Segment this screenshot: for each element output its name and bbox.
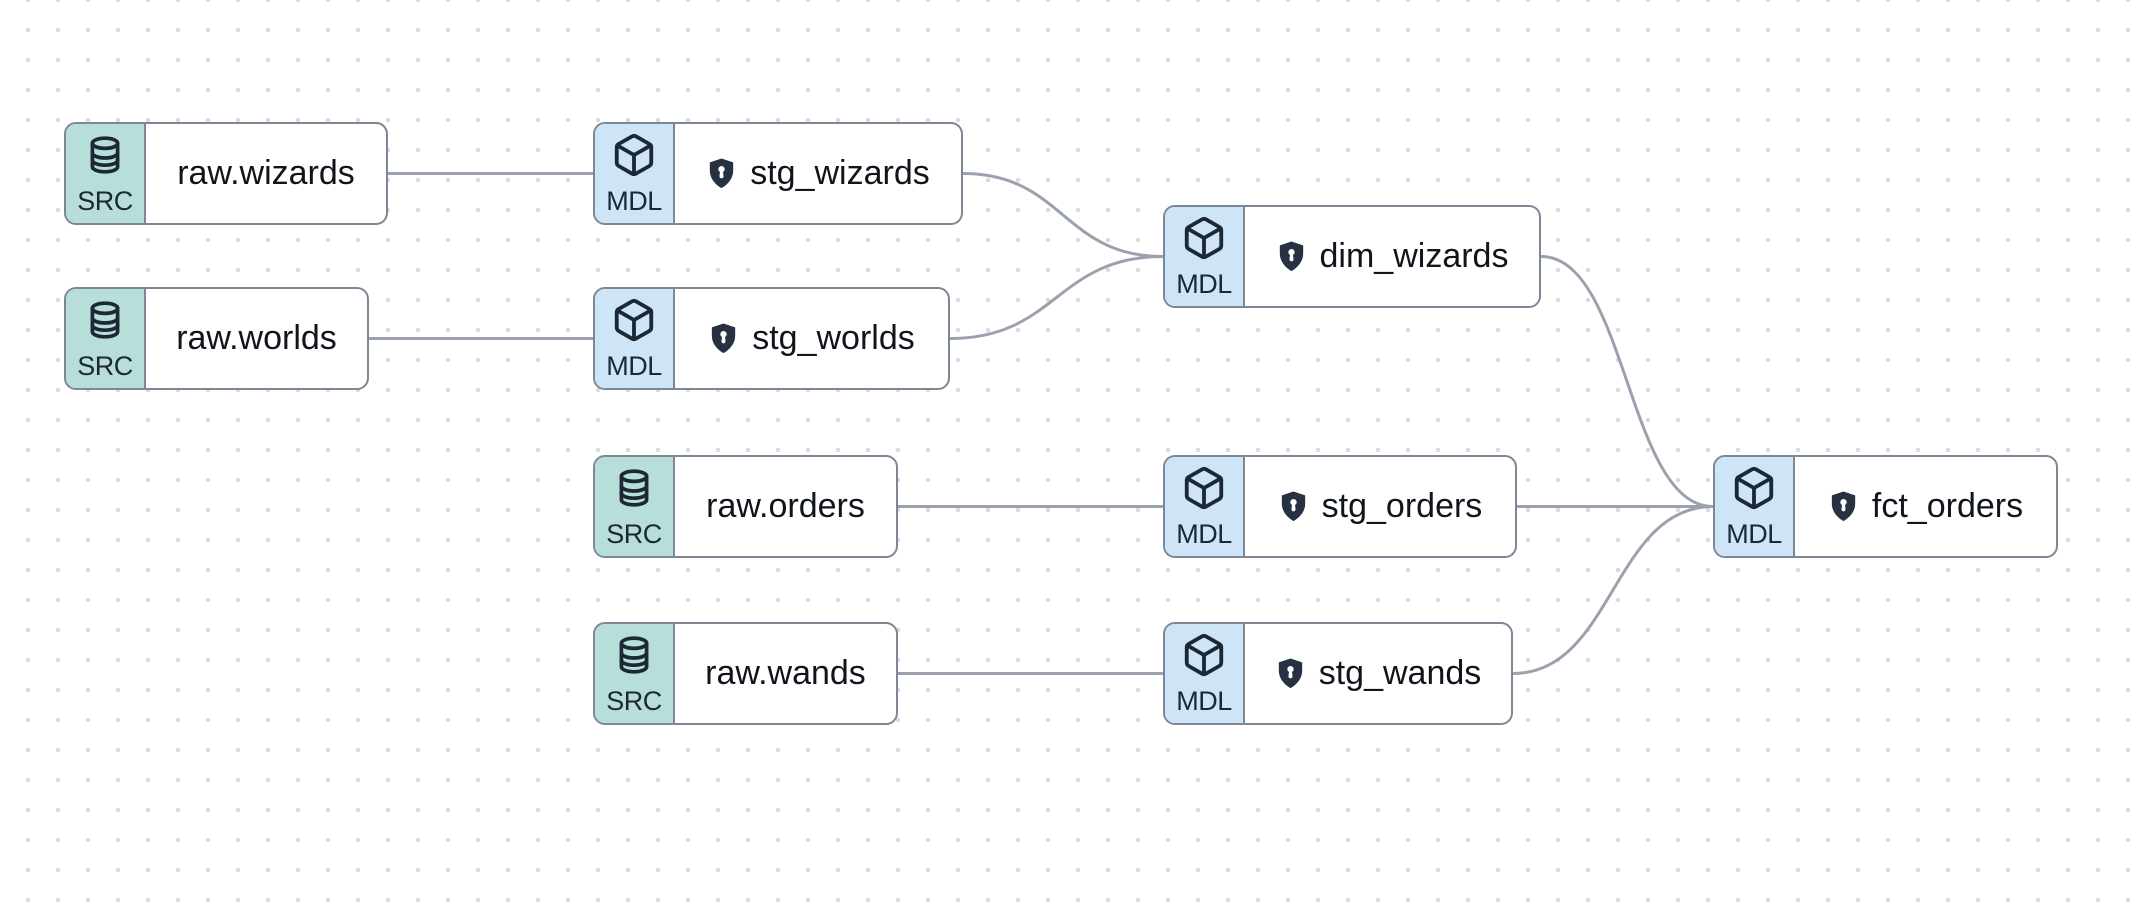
node-raw_wizards[interactable]: SRC raw.wizards	[64, 122, 388, 225]
shield-icon	[1828, 490, 1859, 523]
node-body: raw.orders	[675, 457, 896, 556]
cube-icon	[1181, 457, 1227, 519]
node-label: raw.wizards	[177, 154, 355, 192]
node-stg_wands[interactable]: MDL stg_wands	[1163, 622, 1513, 725]
node-raw_worlds[interactable]: SRC raw.worlds	[64, 287, 369, 390]
node-label: stg_orders	[1321, 487, 1483, 525]
shield-icon	[1275, 657, 1306, 690]
node-type-label: SRC	[77, 351, 133, 381]
database-icon	[84, 124, 126, 186]
node-body: stg_wands	[1245, 624, 1511, 723]
node-label: stg_wizards	[750, 154, 930, 192]
node-label: raw.worlds	[176, 319, 337, 357]
node-stg_worlds[interactable]: MDL stg_worlds	[593, 287, 950, 390]
cube-icon	[611, 289, 657, 351]
node-stg_orders[interactable]: MDL stg_orders	[1163, 455, 1517, 558]
shield-icon	[1276, 240, 1307, 273]
node-dim_wizards[interactable]: MDL dim_wizards	[1163, 205, 1541, 308]
cube-icon	[611, 124, 657, 186]
node-type-badge: SRC	[595, 457, 675, 556]
node-type-badge: SRC	[66, 289, 146, 388]
node-fct_orders[interactable]: MDL fct_orders	[1713, 455, 2058, 558]
node-type-label: MDL	[1176, 269, 1232, 299]
node-type-badge: MDL	[595, 289, 675, 388]
node-type-label: MDL	[1176, 686, 1232, 716]
node-type-label: SRC	[606, 519, 662, 549]
node-stg_wizards[interactable]: MDL stg_wizards	[593, 122, 963, 225]
node-body: fct_orders	[1795, 457, 2056, 556]
database-icon	[84, 289, 126, 351]
cube-icon	[1731, 457, 1777, 519]
node-label: fct_orders	[1871, 487, 2024, 525]
database-icon	[613, 457, 655, 519]
edge-stg_wands-to-fct_orders	[1512, 505, 1714, 675]
node-body: raw.worlds	[146, 289, 367, 388]
node-label: raw.wands	[705, 654, 866, 692]
node-label: stg_wands	[1318, 654, 1482, 692]
node-type-badge: SRC	[595, 624, 675, 723]
node-type-label: SRC	[77, 186, 133, 216]
node-type-badge: SRC	[66, 124, 146, 223]
node-body: stg_orders	[1245, 457, 1515, 556]
node-type-badge: MDL	[1165, 624, 1245, 723]
node-body: raw.wizards	[146, 124, 386, 223]
edge-dim_wizards-to-fct_orders	[1540, 255, 1714, 508]
node-type-badge: MDL	[1165, 457, 1245, 556]
node-type-label: MDL	[606, 351, 662, 381]
node-label: stg_worlds	[752, 319, 915, 357]
node-raw_orders[interactable]: SRC raw.orders	[593, 455, 898, 558]
node-body: stg_worlds	[675, 289, 948, 388]
node-body: stg_wizards	[675, 124, 961, 223]
edge-stg_wizards-to-dim_wizards	[962, 172, 1164, 258]
shield-icon	[706, 157, 737, 190]
node-type-label: SRC	[606, 686, 662, 716]
database-icon	[613, 624, 655, 686]
node-type-badge: MDL	[1715, 457, 1795, 556]
node-type-badge: MDL	[1165, 207, 1245, 306]
node-type-label: MDL	[1726, 519, 1782, 549]
cube-icon	[1181, 207, 1227, 269]
shield-icon	[708, 322, 739, 355]
node-type-label: MDL	[606, 186, 662, 216]
node-raw_wands[interactable]: SRC raw.wands	[593, 622, 898, 725]
node-body: dim_wizards	[1245, 207, 1539, 306]
cube-icon	[1181, 624, 1227, 686]
shield-icon	[1278, 490, 1309, 523]
node-label: raw.orders	[706, 487, 865, 525]
node-type-badge: MDL	[595, 124, 675, 223]
node-body: raw.wands	[675, 624, 896, 723]
node-type-label: MDL	[1176, 519, 1232, 549]
edge-stg_worlds-to-dim_wizards	[949, 255, 1164, 340]
node-label: dim_wizards	[1319, 237, 1509, 275]
